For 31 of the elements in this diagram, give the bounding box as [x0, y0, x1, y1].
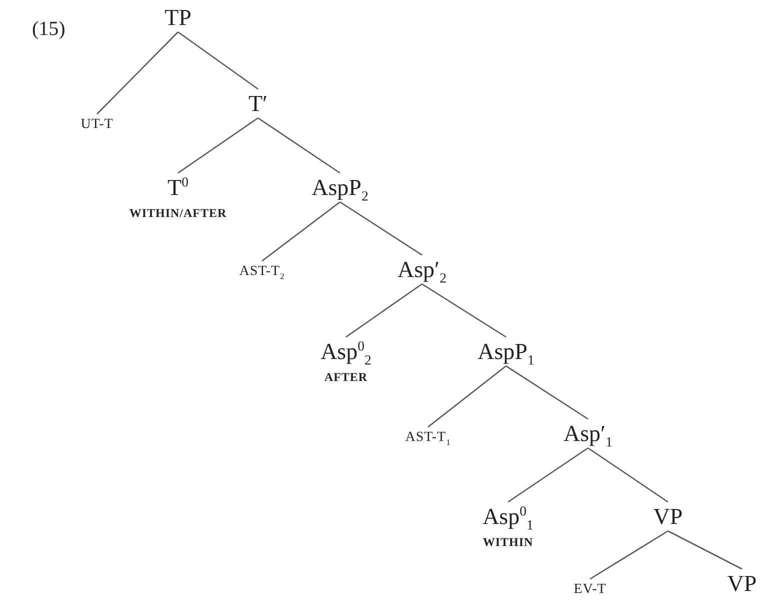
category-label: VP	[727, 572, 757, 596]
category-label: Asp′$_{1}$	[564, 422, 612, 446]
tree-branch	[506, 365, 588, 420]
category-label: VP	[653, 505, 683, 529]
tree-branch	[428, 365, 506, 428]
feature-label: WITHIN/AFTER	[129, 206, 227, 221]
category-label: T′	[248, 92, 268, 116]
time-label: AST-T$_{2}$	[239, 264, 285, 280]
category-label: Asp′$_{2}$	[398, 258, 446, 282]
time-label: UT-T	[80, 117, 114, 133]
category-label: TP	[164, 6, 192, 30]
tree-branch	[588, 447, 668, 503]
feature-label: AFTER	[323, 370, 369, 385]
tree-branch	[262, 201, 340, 262]
tree-branch	[508, 447, 588, 503]
feature-label: WITHIN	[482, 535, 534, 550]
tree-branch	[346, 283, 422, 338]
category-label: AspP$_{1}$	[478, 340, 534, 364]
category-label: T$^{0}$	[168, 176, 188, 200]
time-label: EV-T	[574, 582, 606, 598]
tree-branch	[178, 31, 258, 90]
tree-branch	[96, 32, 178, 114]
category-label: AspP$_{2}$	[312, 176, 368, 200]
tree-branch	[340, 201, 422, 256]
tree-branch	[590, 530, 668, 580]
tree-branch	[668, 530, 742, 570]
example-number: (15)	[32, 18, 66, 40]
tree-branch	[178, 117, 258, 174]
time-label: AST-T$_{1}$	[405, 430, 451, 446]
tree-branch	[258, 117, 340, 174]
tree-branch	[422, 283, 506, 338]
